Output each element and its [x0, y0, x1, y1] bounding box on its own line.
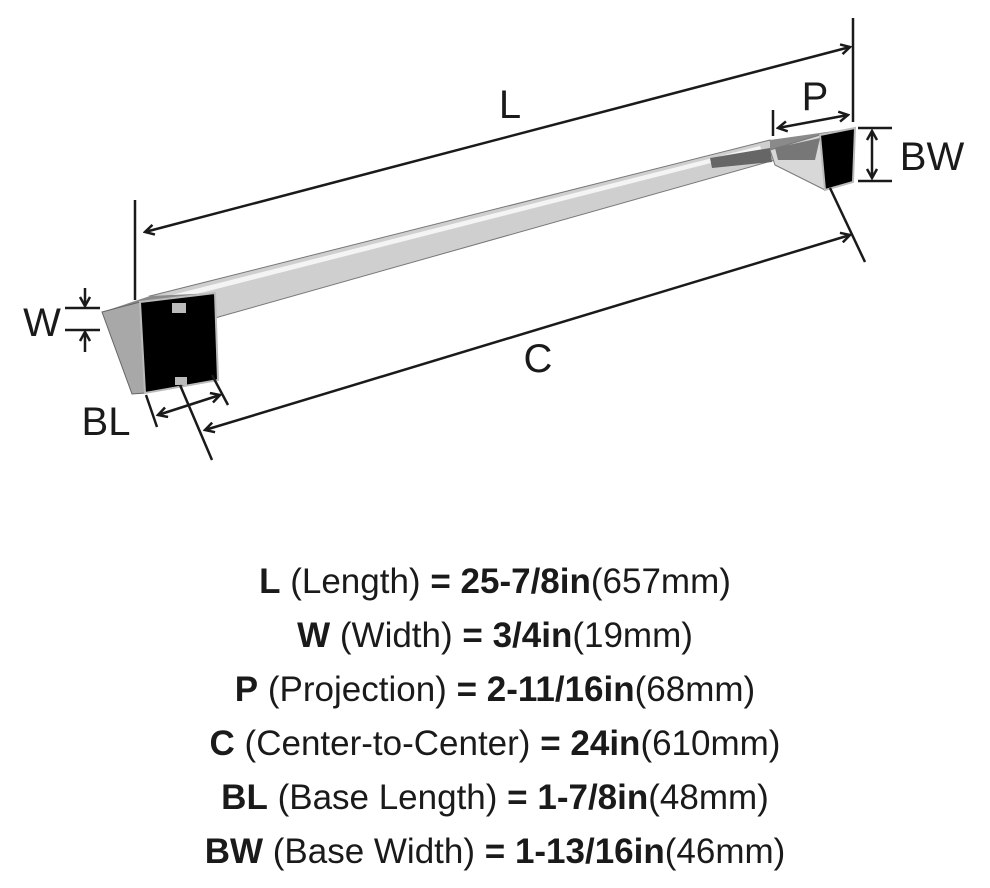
spec-imperial: 1-13/16in — [514, 832, 665, 871]
spec-code: BL — [221, 778, 268, 817]
left-bracket — [101, 291, 220, 395]
label-base-width: BW — [900, 135, 965, 179]
spec-metric: (657mm) — [590, 562, 731, 601]
spec-metric: (19mm) — [572, 616, 693, 655]
right-bracket — [769, 126, 857, 192]
spec-name: (Base Length) — [277, 778, 498, 817]
spec-eq: = — [507, 778, 528, 817]
spec-eq: = — [484, 832, 506, 871]
spec-row-width: W (Width) = 3/4in(19mm) — [0, 609, 990, 663]
spec-imperial: 1-7/8in — [537, 778, 649, 817]
towel-bar-drawing: L P BW C W BL — [23, 18, 965, 461]
spec-row-base-length: BL (Base Length) = 1-7/8in(48mm) — [0, 771, 990, 825]
spec-row-base-width: BW (Base Width) = 1-13/16in(46mm) — [0, 825, 990, 879]
spec-metric: (68mm) — [634, 670, 756, 709]
spec-metric: (610mm) — [640, 724, 781, 763]
spec-row-projection: P (Projection) = 2-11/16in(68mm) — [0, 663, 990, 717]
spec-row-center-to-center: C (Center-to-Center) = 24in(610mm) — [0, 717, 990, 771]
towel-bar — [148, 139, 776, 319]
spec-metric: (46mm) — [664, 832, 786, 871]
spec-imperial: 3/4in — [492, 616, 573, 655]
spec-row-length: L (Length) = 25-7/8in(657mm) — [0, 555, 990, 609]
spec-name: (Projection) — [267, 670, 447, 709]
spec-eq: = — [540, 724, 561, 763]
spec-code: L — [259, 562, 281, 601]
dimension-lines — [65, 18, 892, 461]
spec-list: L (Length) = 25-7/8in(657mm) W (Width) =… — [0, 555, 990, 879]
spec-imperial: 25-7/8in — [460, 562, 591, 601]
label-projection: P — [802, 75, 829, 119]
spec-metric: (48mm) — [648, 778, 769, 817]
spec-imperial: 2-11/16in — [486, 670, 635, 709]
spec-eq: = — [456, 670, 478, 709]
spec-name: (Center-to-Center) — [244, 724, 531, 763]
spec-code: C — [209, 724, 235, 763]
spec-name: (Width) — [339, 616, 453, 655]
label-width: W — [23, 301, 61, 345]
spec-eq: = — [430, 562, 451, 601]
label-length: L — [499, 83, 521, 127]
label-center-to-center: C — [524, 337, 553, 381]
label-base-length: BL — [82, 400, 131, 444]
spec-name: (Length) — [290, 562, 421, 601]
spec-name: (Base Width) — [272, 832, 476, 871]
spec-code: P — [234, 670, 259, 709]
spec-eq: = — [462, 616, 483, 655]
spec-imperial: 24in — [570, 724, 641, 763]
spec-code: BW — [204, 832, 263, 871]
spec-code: W — [297, 616, 331, 655]
